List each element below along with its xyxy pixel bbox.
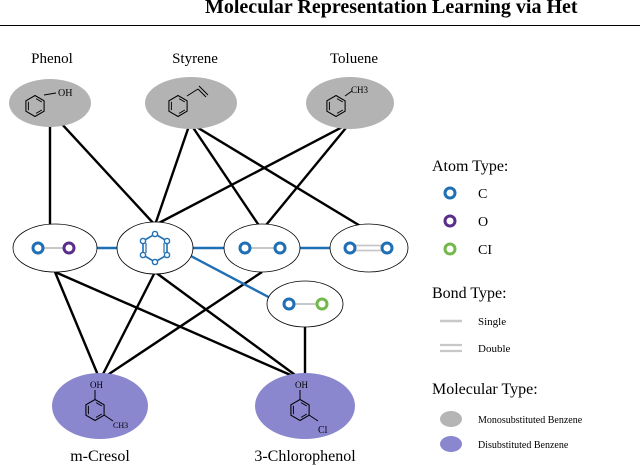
molecule-name-toluene: Toluene (330, 51, 378, 67)
substituent-label: CH3 (113, 421, 128, 430)
substituent-label: OH (58, 88, 72, 99)
edge-cc-mcresol (99, 271, 263, 381)
legend-monosubstituted-label: Monosubstituted Benzene (478, 415, 583, 426)
atom-c (238, 241, 252, 255)
page-title: Molecular Representation Learning via He… (205, 0, 578, 18)
motif-node-benzene-ring (116, 221, 194, 275)
substituent-label: Cl (318, 425, 328, 436)
edge-styrene-cc1 (189, 122, 263, 231)
molecule-name-3-chlorophenol: 3-Chlorophenol (254, 448, 356, 465)
atom-c (273, 241, 287, 255)
legend-atom-c-swatch (443, 186, 457, 200)
header-rule (0, 25, 640, 26)
legend-atom-o-swatch (443, 214, 457, 228)
atom-c (282, 297, 296, 311)
legend-monosubstituted-swatch (440, 411, 462, 427)
legend-atom-c-label: C (478, 187, 487, 202)
molecule-name-phenol: Phenol (31, 51, 73, 67)
legend-atom-o-label: O (478, 215, 488, 230)
motif-node-c-o (12, 223, 98, 273)
molecule-name-styrene: Styrene (172, 51, 218, 67)
edge-phenol-ring (59, 121, 156, 226)
motif-node-c-cl (266, 280, 344, 328)
molecule-node-toluene: CH3 Toluene (306, 51, 394, 129)
atom-o (62, 241, 76, 255)
legend-atom-type-title: Atom Type: (432, 158, 508, 175)
edge-toluene-cc (261, 122, 351, 231)
molecule-node-3-chlorophenol: OH Cl 3-Chlorophenol (254, 373, 356, 465)
edge-toluene-ring (154, 121, 351, 227)
legend-atom-cl-swatch (443, 242, 457, 256)
molecule-node-phenol: OH Phenol (9, 51, 91, 127)
molecule-node-styrene: Styrene (145, 51, 237, 129)
molecule-name-m-cresol: m-Cresol (70, 448, 130, 465)
edge-ring-chlorophenol (154, 271, 303, 381)
legend-disubstituted-label: Disubstituted Benzene (478, 440, 569, 451)
atom-cl (315, 297, 329, 311)
motif-motif-edges (95, 246, 330, 304)
motif-node-c-c (223, 223, 301, 273)
atom-c (31, 241, 45, 255)
edge-styrene-ring (153, 122, 192, 226)
substituent-label: OH (295, 380, 308, 390)
substituent-label: OH (90, 380, 103, 390)
molecule-motif-edges (48, 121, 368, 382)
legend-double-label: Double (478, 343, 511, 355)
legend-atom-cl-label: CI (478, 243, 492, 258)
legend-molecular-type-title: Molecular Type: (432, 381, 538, 398)
motif-node-c-double-c (329, 223, 409, 273)
edge-ring-mcresol (98, 271, 157, 381)
edge-oh-mcresol (53, 271, 102, 381)
substituent-label: CH3 (351, 85, 369, 95)
molecule-node-m-cresol: OH CH3 m-Cresol (52, 373, 148, 465)
atom-c (343, 241, 357, 255)
edge-oh-chlorophenol (54, 270, 303, 382)
legend-bond-type-title: Bond Type: (432, 285, 507, 302)
edge-ring-ccl (186, 252, 279, 304)
atom-c (380, 241, 394, 255)
legend: Atom Type: C O CI Bond Type: Single Doub… (432, 158, 583, 452)
legend-single-label: Single (478, 316, 506, 328)
legend-disubstituted-swatch (440, 436, 462, 452)
edge-styrene-cc2 (189, 121, 368, 232)
